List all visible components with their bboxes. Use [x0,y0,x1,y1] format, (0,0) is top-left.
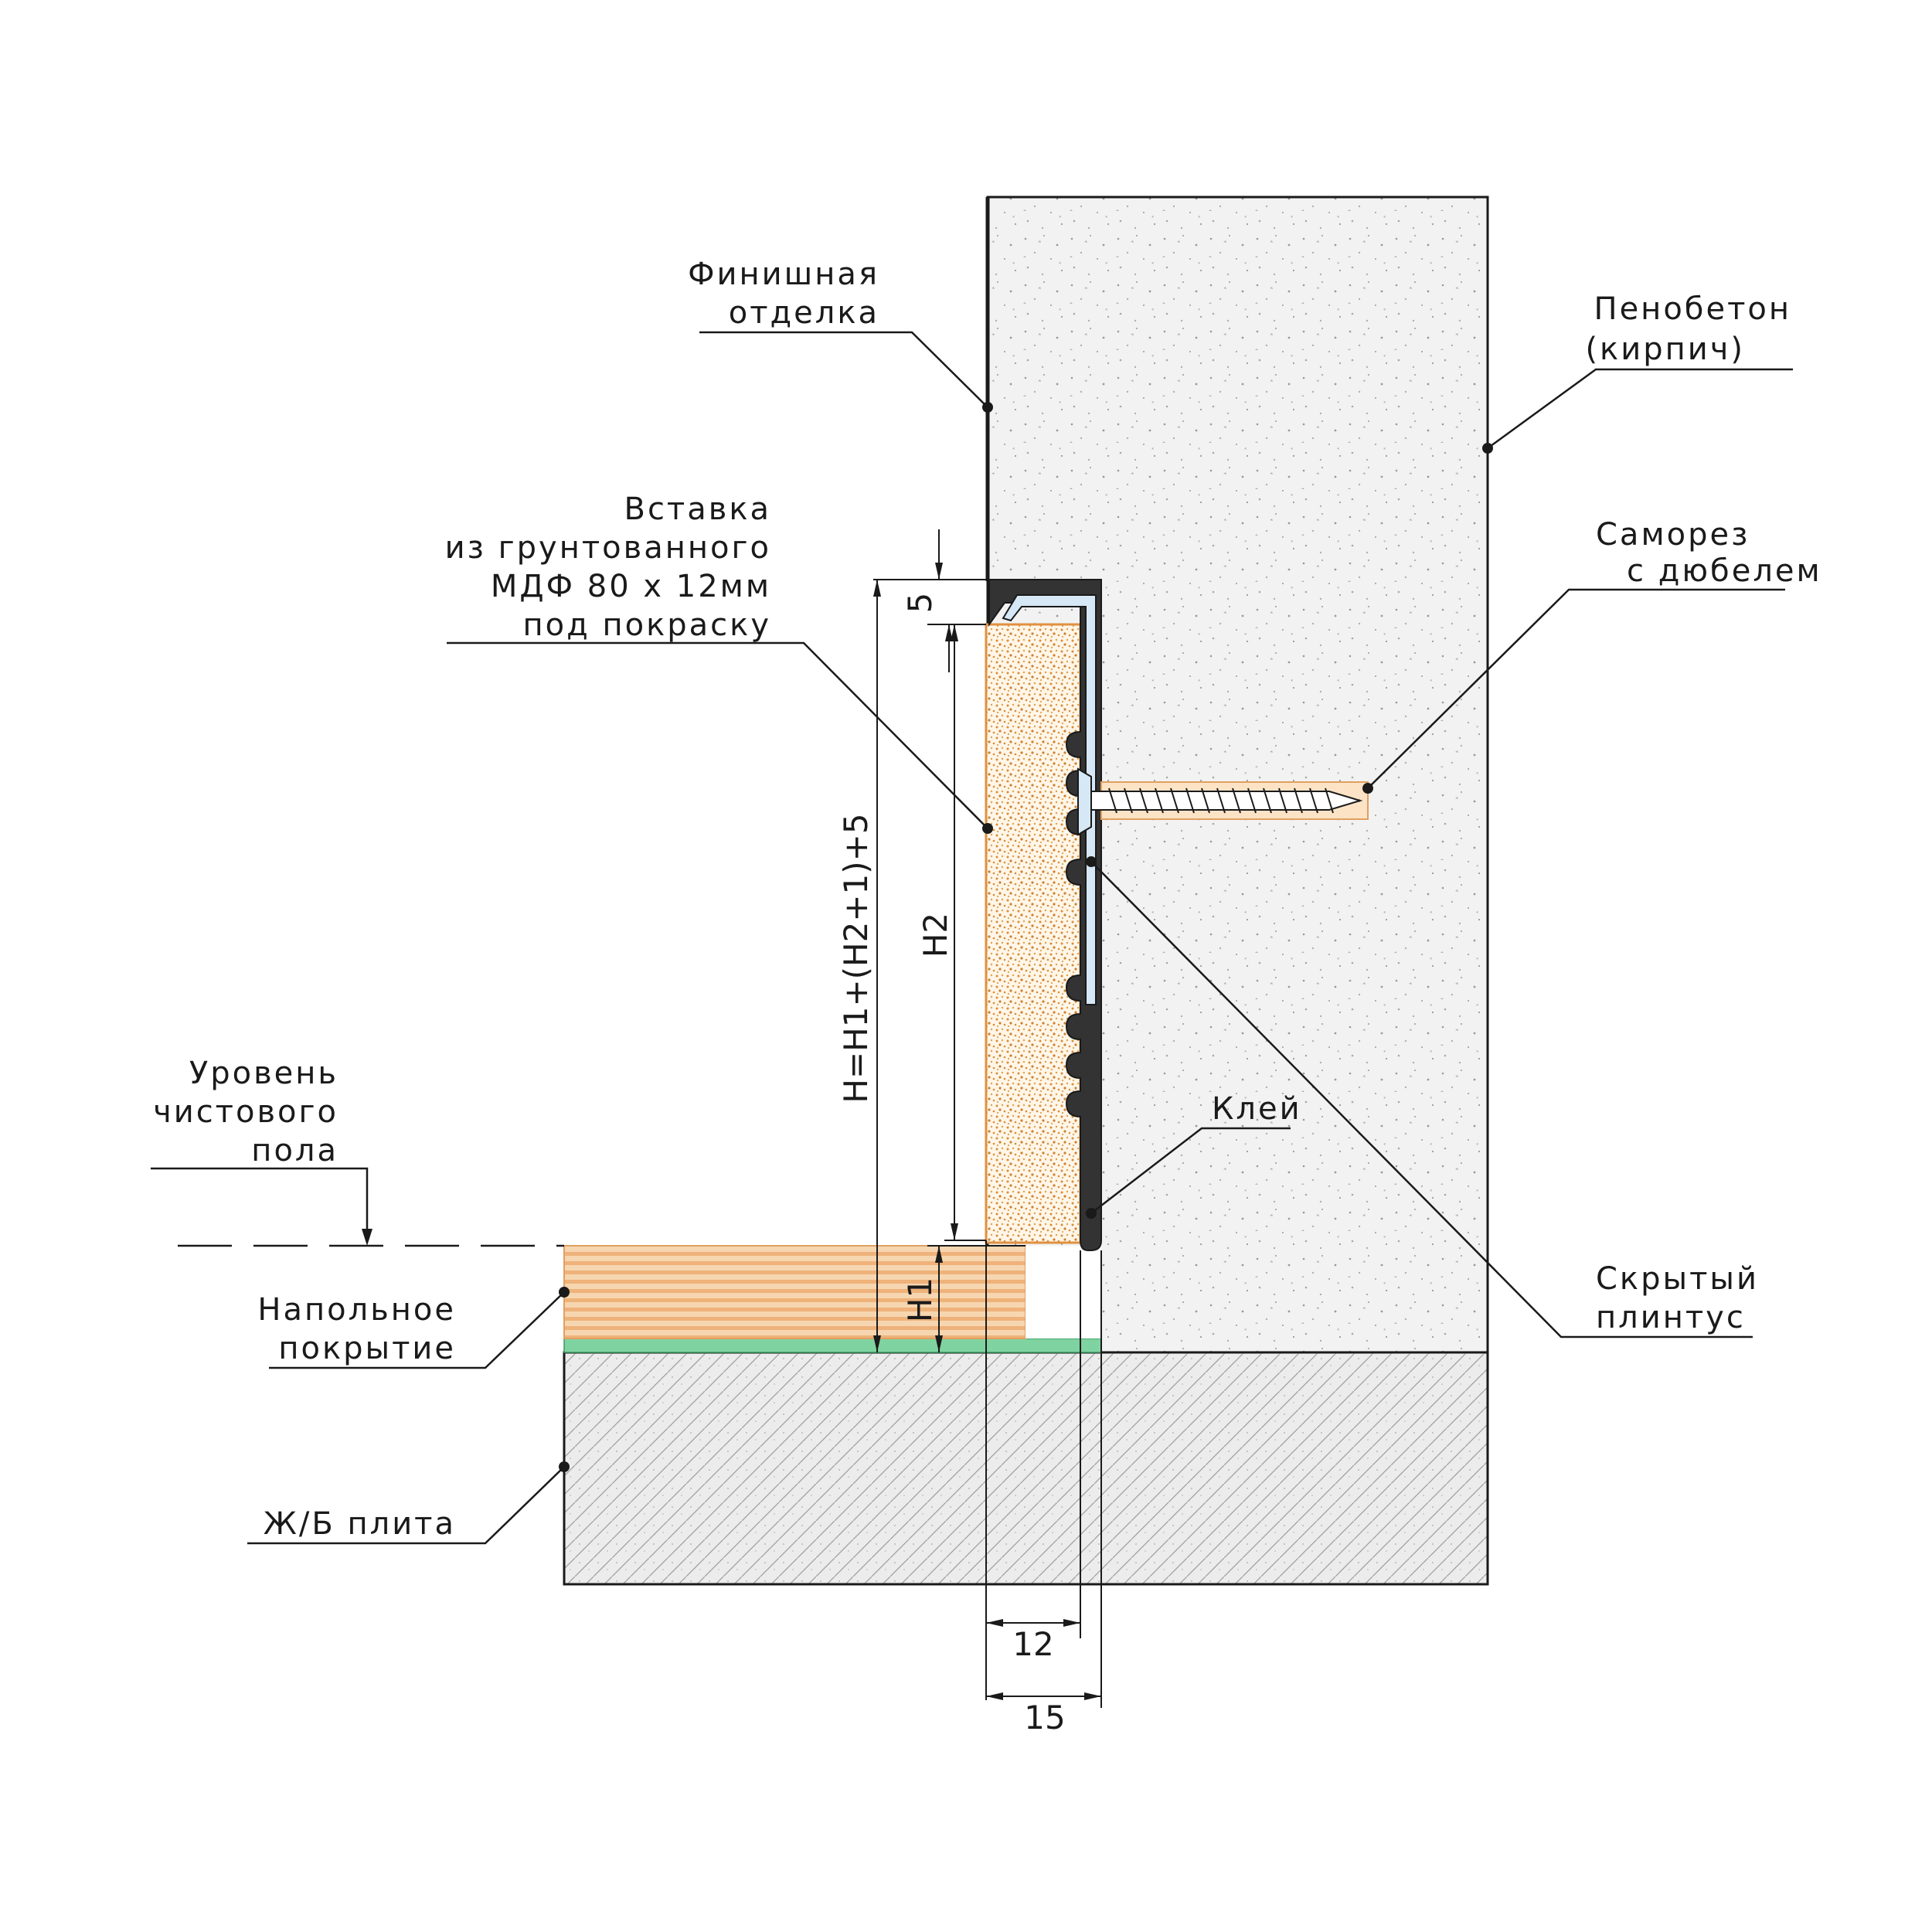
label-insert: Вставка из грунтованного МДФ 80 x 12мм п… [445,492,772,643]
svg-text:из грунтованного: из грунтованного [445,530,771,566]
dim-width-12: 12 [1012,1625,1053,1663]
svg-text:Пенобетон: Пенобетон [1594,291,1791,327]
aluminum-rail [1002,594,1097,1005]
screw-thread [1155,787,1164,814]
dim-width-15: 15 [1024,1699,1065,1736]
label-foam-concrete: Пенобетон (кирпич) [1585,291,1791,367]
dim-top-gap: 5 [901,593,939,614]
svg-text:пола: пола [251,1133,338,1168]
svg-text:с дюбелем: с дюбелем [1627,553,1822,589]
concrete-slab [563,1351,1489,1586]
svg-text:Уровень: Уровень [189,1056,338,1091]
dim-total: H=H1+(H2+1)+5 [837,813,875,1103]
screw-thread [1263,787,1272,814]
svg-text:под покраску: под покраску [522,607,771,643]
leader-lines [151,331,1793,1545]
svg-text:Финишная: Финишная [688,257,879,292]
label-slab: Ж/Б плита [264,1506,456,1542]
svg-text:(кирпич): (кирпич) [1585,332,1745,367]
label-floor-covering: Напольное покрытие [257,1292,456,1366]
screw-thread [1170,787,1179,814]
floor-covering [563,1245,1026,1339]
hidden-plinth-profile [988,579,1102,1251]
svg-text:Скрытый: Скрытый [1596,1261,1759,1297]
screw-thread [1201,787,1210,814]
svg-text:Саморез: Саморез [1596,517,1750,553]
label-screw: Саморез с дюбелем [1596,517,1822,589]
screw-with-dowel [1077,767,1369,836]
dimension-lines [873,529,1102,1708]
svg-text:МДФ 80 x 12мм: МДФ 80 x 12мм [491,569,771,604]
screw-thread [1309,787,1318,814]
svg-text:покрытие: покрытие [278,1331,456,1366]
label-hidden-plinth: Скрытый плинтус [1596,1261,1759,1335]
screw-thread [1185,787,1195,814]
svg-text:Напольное: Напольное [257,1292,456,1328]
expansion-gap [1026,1246,1101,1338]
dim-h2: H2 [917,913,954,957]
svg-text:Вставка: Вставка [624,492,772,527]
label-finish: Финишная отделка [688,257,879,331]
screw-thread [1139,787,1148,814]
svg-text:отделка: отделка [729,295,879,331]
screw-thread [1278,787,1287,814]
label-floor-level: Уровень чистового пола [153,1056,338,1168]
mdf-insert [985,623,1082,1244]
dim-h1: H1 [901,1277,939,1322]
screw-thread [1232,787,1241,814]
screw-thread [1247,787,1257,814]
label-glue: Клей [1212,1091,1302,1127]
screw-thread [1216,787,1226,814]
underlay-layer [563,1338,1102,1353]
screw-thread [1325,787,1334,814]
svg-text:плинтус: плинтус [1596,1300,1746,1335]
screw-thread [1294,787,1303,814]
svg-text:чистового: чистового [153,1094,338,1130]
screw-thread [1124,787,1133,814]
screw-thread [1108,787,1117,814]
